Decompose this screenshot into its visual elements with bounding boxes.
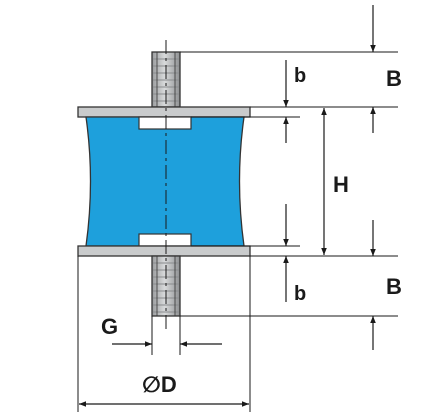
- label-b-bottom: b: [294, 283, 306, 305]
- label-D: ∅D: [142, 372, 177, 397]
- label-H: H: [333, 172, 349, 197]
- label-B-top: B: [386, 66, 402, 91]
- extension-lines: [77, 51, 398, 412]
- rubber-body: [85, 116, 245, 247]
- label-B-bottom: B: [386, 274, 402, 299]
- label-b-top: b: [294, 65, 306, 87]
- mount-part: [77, 40, 251, 330]
- top-insert: [138, 116, 192, 130]
- bottom-metal-plate: [77, 245, 251, 257]
- bottom-insert: [138, 233, 192, 247]
- label-G: G: [101, 314, 118, 339]
- top-metal-plate: [77, 106, 251, 118]
